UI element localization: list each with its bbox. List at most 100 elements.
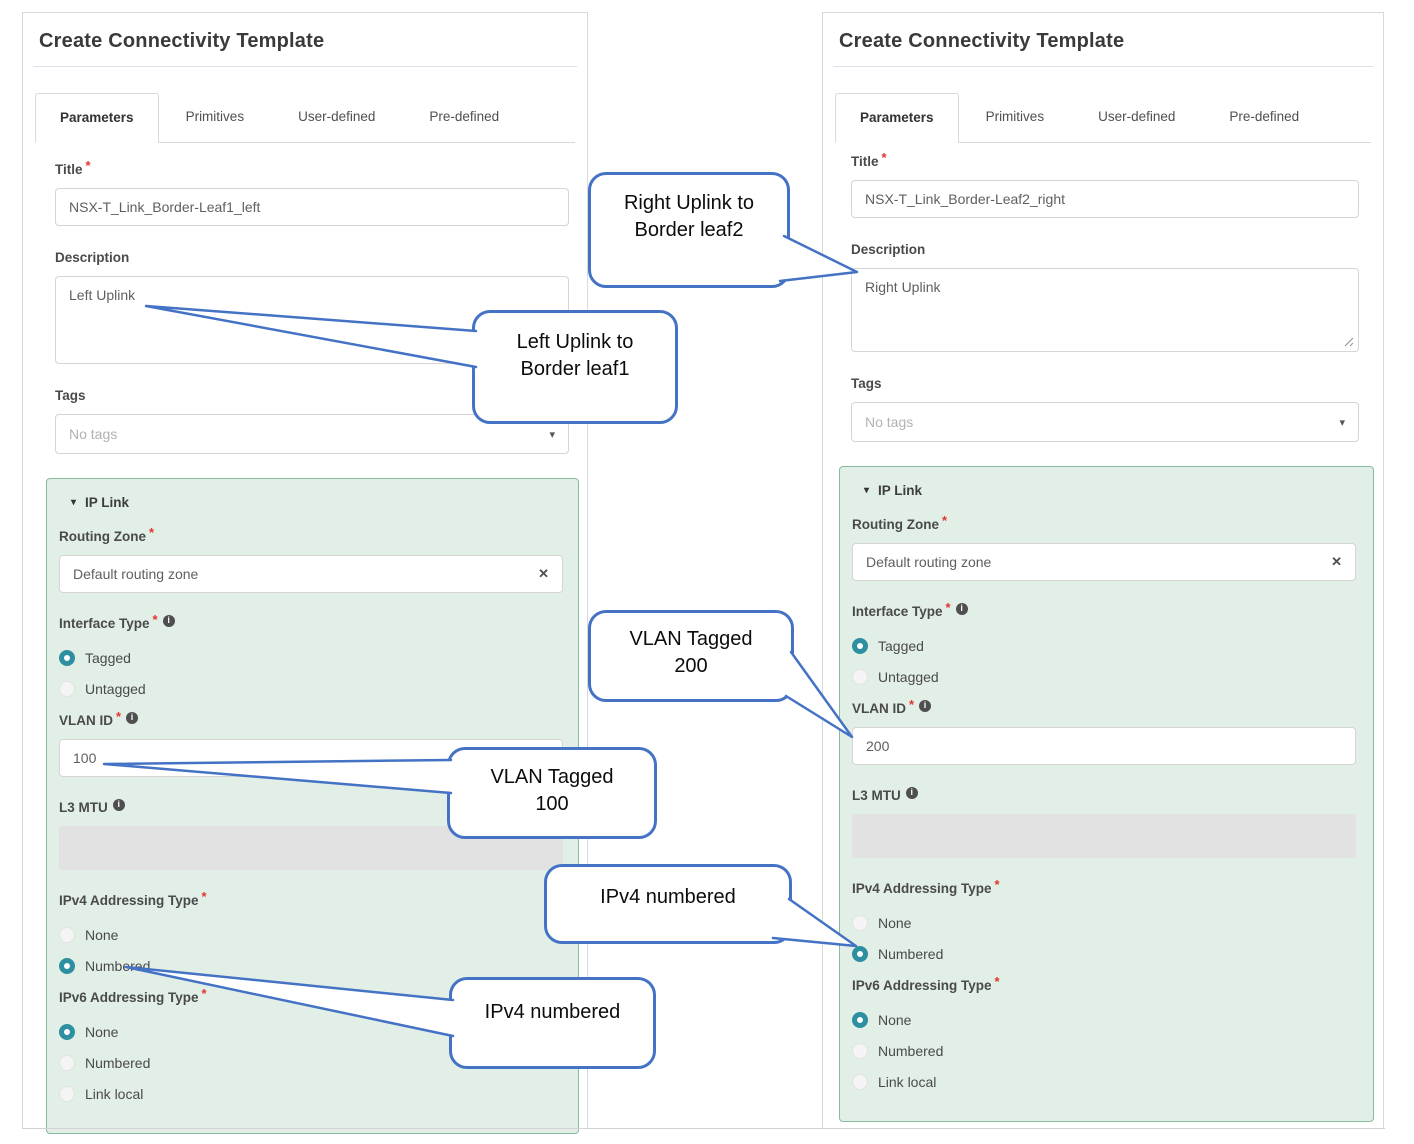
interface-type-group: Tagged Untagged (59, 642, 563, 704)
radio-unselected-icon[interactable] (59, 926, 75, 943)
ipv4-addressing-group: None Numbered (852, 907, 1356, 969)
radio-ipv6-link-local[interactable]: Link local (852, 1066, 1356, 1097)
header-divider (33, 66, 577, 67)
create-connectivity-template-dialog-right: Create Connectivity Template Parameters … (822, 12, 1384, 1128)
vlan-id-value: 200 (866, 738, 890, 754)
interface-type-group: Tagged Untagged (852, 630, 1356, 692)
radio-tagged[interactable]: Tagged (59, 642, 563, 673)
description-input[interactable]: Right Uplink (851, 268, 1359, 352)
title-value: NSX-T_Link_Border-Leaf2_right (865, 191, 1065, 207)
ip-link-section-header[interactable]: ▾ IP Link (59, 491, 563, 526)
page-title: Create Connectivity Template (839, 30, 1125, 52)
radio-unselected-icon[interactable] (852, 914, 868, 931)
tab-primitives[interactable]: Primitives (185, 109, 245, 124)
radio-ipv4-none[interactable]: None (59, 919, 563, 950)
chevron-down-icon[interactable]: ▾ (549, 428, 555, 441)
resize-handle-icon[interactable] (1343, 336, 1354, 347)
header-divider (833, 66, 1373, 67)
ipv6-addressing-type-label: IPv6 Addressing Type * (852, 974, 1356, 996)
clear-icon[interactable]: ✕ (1331, 554, 1342, 569)
callout-ipv4-numbered-right: IPv4 numbered (544, 864, 792, 944)
radio-selected-icon[interactable] (852, 945, 868, 962)
clear-icon[interactable]: ✕ (538, 566, 549, 581)
vlan-id-value: 100 (73, 750, 97, 766)
callout-ipv4-numbered-left: IPv4 numbered (449, 977, 656, 1069)
ip-link-section-header[interactable]: ▾ IP Link (852, 479, 1356, 514)
ipv4-addressing-type-label: IPv4 Addressing Type * (852, 877, 1356, 899)
ipv4-addressing-group: None Numbered (59, 919, 563, 981)
page-title: Create Connectivity Template (39, 30, 325, 52)
routing-zone-label: Routing Zone * (852, 513, 1356, 535)
info-icon: i (112, 798, 125, 811)
routing-zone-input[interactable]: Default routing zone ✕ (852, 543, 1356, 581)
radio-ipv4-numbered[interactable]: Numbered (852, 938, 1356, 969)
radio-selected-icon[interactable] (59, 649, 75, 666)
required-marker: * (881, 150, 887, 165)
radio-unselected-icon[interactable] (59, 1054, 75, 1071)
radio-ipv6-numbered[interactable]: Numbered (59, 1047, 563, 1078)
tab-user-defined[interactable]: User-defined (1098, 109, 1176, 124)
ipv4-addressing-type-label: IPv4 Addressing Type * (59, 889, 563, 911)
page-bottom-divider (22, 1128, 1385, 1129)
radio-selected-icon[interactable] (59, 957, 75, 974)
l3-mtu-label: L3 MTU i (852, 785, 1356, 806)
vlan-id-label: VLAN ID * i (852, 697, 1356, 719)
tab-parameters[interactable]: Parameters (835, 93, 959, 143)
tab-pre-defined[interactable]: Pre-defined (429, 109, 500, 124)
radio-ipv6-link-local[interactable]: Link local (59, 1078, 563, 1109)
required-marker: * (201, 889, 207, 904)
radio-unselected-icon[interactable] (852, 1073, 868, 1090)
radio-unselected-icon[interactable] (852, 1042, 868, 1059)
radio-ipv6-none[interactable]: None (852, 1004, 1356, 1035)
radio-ipv6-none[interactable]: None (59, 1016, 563, 1047)
routing-zone-input[interactable]: Default routing zone ✕ (59, 555, 563, 593)
required-marker: * (85, 158, 91, 173)
tags-select[interactable]: No tags ▾ (851, 402, 1359, 442)
tab-parameters[interactable]: Parameters (35, 93, 159, 143)
tab-pre-defined[interactable]: Pre-defined (1229, 109, 1300, 124)
required-marker: * (994, 877, 1000, 892)
required-marker: * (994, 974, 1000, 989)
ip-link-title: IP Link (878, 483, 923, 498)
required-marker: * (152, 612, 158, 627)
tags-placeholder: No tags (69, 426, 118, 442)
ip-link-panel: ▾ IP Link Routing Zone * Default routing… (839, 466, 1374, 1122)
collapse-chevron-icon[interactable]: ▾ (864, 485, 870, 496)
description-label: Description (851, 242, 926, 257)
vlan-id-label: VLAN ID * i (59, 709, 563, 731)
radio-ipv6-numbered[interactable]: Numbered (852, 1035, 1356, 1066)
info-icon: i (919, 699, 932, 712)
tab-bar: Parameters Primitives User-defined Pre-d… (35, 93, 575, 143)
required-marker: * (941, 513, 948, 528)
tab-user-defined[interactable]: User-defined (298, 109, 376, 124)
radio-unselected-icon[interactable] (852, 668, 868, 685)
info-icon: i (162, 614, 175, 627)
routing-zone-value: Default routing zone (73, 566, 199, 582)
radio-tagged[interactable]: Tagged (852, 630, 1356, 661)
radio-unselected-icon[interactable] (59, 1085, 75, 1102)
required-marker: * (909, 697, 915, 712)
vlan-id-input[interactable]: 200 (852, 727, 1356, 765)
radio-selected-icon[interactable] (852, 1011, 868, 1028)
routing-zone-label: Routing Zone * (59, 525, 563, 547)
radio-selected-icon[interactable] (59, 1023, 75, 1040)
required-marker: * (116, 709, 122, 724)
chevron-down-icon[interactable]: ▾ (1339, 416, 1345, 429)
callout-right-uplink: Right Uplink to Border leaf2 (588, 172, 790, 288)
title-label: Title * (851, 150, 1359, 172)
radio-ipv4-none[interactable]: None (852, 907, 1356, 938)
radio-untagged[interactable]: Untagged (852, 661, 1356, 692)
title-input[interactable]: NSX-T_Link_Border-Leaf2_right (851, 180, 1359, 218)
collapse-chevron-icon[interactable]: ▾ (71, 497, 77, 508)
tags-placeholder: No tags (865, 414, 914, 430)
tab-primitives[interactable]: Primitives (985, 109, 1045, 124)
interface-type-label: Interface Type * i (59, 612, 563, 634)
title-input[interactable]: NSX-T_Link_Border-Leaf1_left (55, 188, 569, 226)
radio-unselected-icon[interactable] (59, 680, 75, 697)
required-marker: * (148, 525, 155, 540)
radio-selected-icon[interactable] (852, 637, 868, 654)
required-marker: * (201, 986, 207, 1001)
radio-untagged[interactable]: Untagged (59, 673, 563, 704)
tab-bar: Parameters Primitives User-defined Pre-d… (835, 93, 1371, 143)
l3-mtu-input (852, 814, 1356, 858)
